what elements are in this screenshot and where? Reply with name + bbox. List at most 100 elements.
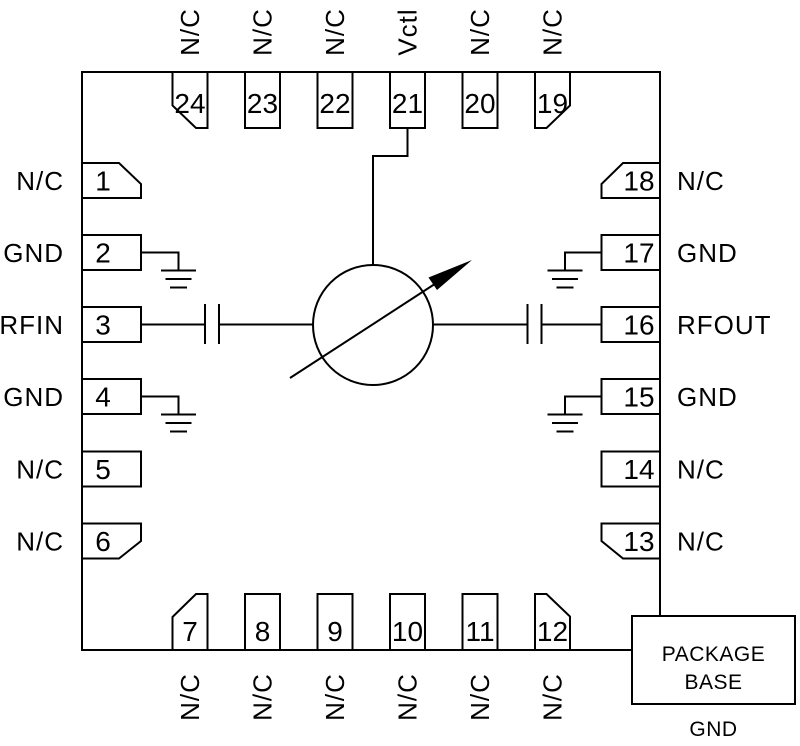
pin-22: 22 bbox=[316, 71, 354, 129]
pin-14-pad bbox=[600, 450, 661, 488]
pin-10-number: 10 bbox=[392, 616, 423, 647]
package-base-line1: PACKAGE bbox=[662, 643, 765, 666]
pin-1-number: 1 bbox=[95, 166, 111, 197]
pin-10-pad bbox=[389, 593, 426, 651]
pin-6-label: N/C bbox=[16, 527, 64, 557]
pin-18-number: 18 bbox=[623, 166, 654, 197]
pin-16-label: RFOUT bbox=[677, 310, 772, 340]
pin-8-label: N/C bbox=[248, 673, 278, 721]
pin17-ground-icon bbox=[547, 251, 602, 289]
pin-13-label: N/C bbox=[677, 527, 725, 557]
pin-20-label: N/C bbox=[465, 8, 495, 56]
pin-2-label: GND bbox=[3, 238, 64, 268]
pin-19-pad bbox=[534, 71, 571, 129]
pin-15-label: GND bbox=[677, 382, 738, 412]
pin-14-number: 14 bbox=[623, 454, 654, 485]
arrowhead bbox=[428, 260, 472, 290]
pin-18: 18 bbox=[600, 162, 661, 199]
pin2-ground-icon bbox=[141, 251, 196, 289]
pin-17-label: GND bbox=[677, 238, 738, 268]
pin-13-pad bbox=[600, 522, 661, 560]
vctl-trace bbox=[372, 128, 409, 265]
pin-4: 4 bbox=[81, 378, 142, 415]
pin-17: 17 bbox=[600, 234, 661, 271]
pin-21: 21 bbox=[389, 71, 426, 129]
pin-3-pad bbox=[81, 306, 142, 343]
pin-15-number: 15 bbox=[623, 382, 654, 413]
pin-7-pad bbox=[171, 593, 209, 651]
pin-17-number: 17 bbox=[623, 238, 654, 269]
pin-10: 10 bbox=[389, 593, 426, 651]
pin-6: 6 bbox=[81, 522, 142, 560]
pin-13: 13 bbox=[600, 522, 661, 560]
pin-1-pad bbox=[81, 162, 142, 199]
pin-7-number: 7 bbox=[182, 616, 198, 647]
pin-21-pad bbox=[389, 71, 426, 129]
pin-10-label: N/C bbox=[393, 673, 423, 721]
package-base-ground-label: GND bbox=[689, 718, 737, 741]
pin-9-label: N/C bbox=[320, 673, 350, 721]
pin-20-number: 20 bbox=[464, 88, 495, 119]
pin-5-number: 5 bbox=[95, 454, 111, 485]
pin-11-pad bbox=[461, 593, 499, 651]
pin-8-number: 8 bbox=[255, 616, 271, 647]
pin-6-number: 6 bbox=[95, 526, 111, 557]
pin-9: 9 bbox=[316, 593, 354, 651]
pin-3-label: RFIN bbox=[0, 310, 64, 340]
pin-24-number: 24 bbox=[174, 88, 205, 119]
pin-6-pad bbox=[81, 522, 142, 560]
pin-17-pad bbox=[600, 234, 661, 271]
pin-19-label: N/C bbox=[538, 8, 568, 56]
pin-7: 7 bbox=[171, 593, 209, 651]
pin-23-label: N/C bbox=[248, 8, 278, 56]
pin-2-number: 2 bbox=[95, 238, 111, 269]
pin-12: 12 bbox=[534, 593, 571, 651]
pin-16-pad bbox=[600, 306, 661, 343]
pin-4-number: 4 bbox=[95, 382, 111, 413]
pin-8-pad bbox=[244, 593, 281, 651]
pin-13-number: 13 bbox=[623, 526, 654, 557]
pin-20-pad bbox=[461, 71, 499, 129]
pin-12-pad bbox=[534, 593, 571, 651]
pin-22-number: 22 bbox=[319, 88, 350, 119]
pin-16: 16 bbox=[600, 306, 661, 343]
pin-11-label: N/C bbox=[465, 673, 495, 721]
pin-14-label: N/C bbox=[677, 455, 725, 485]
pin-7-label: N/C bbox=[175, 673, 205, 721]
pin-18-label: N/C bbox=[677, 166, 725, 196]
pin-23-number: 23 bbox=[247, 88, 278, 119]
pin-4-label: GND bbox=[3, 382, 64, 412]
pin15-ground-icon bbox=[547, 395, 602, 433]
pin-2: 2 bbox=[81, 234, 142, 271]
pin-23: 23 bbox=[244, 71, 281, 129]
pin-1: 1 bbox=[81, 162, 142, 199]
pin-24: 24 bbox=[171, 71, 209, 129]
pin-8: 8 bbox=[244, 593, 281, 651]
pin-14: 14 bbox=[600, 450, 661, 488]
package-base-box bbox=[631, 615, 796, 705]
pin-2-pad bbox=[81, 234, 142, 271]
pin-22-pad bbox=[316, 71, 354, 129]
package-base-callout: PACKAGE BASE GND bbox=[631, 615, 796, 741]
pin-15: 15 bbox=[600, 378, 661, 415]
pin-19: 19 bbox=[534, 71, 571, 129]
pin-18-pad bbox=[600, 162, 661, 199]
pin-12-number: 12 bbox=[537, 616, 568, 647]
pin-24-label: N/C bbox=[175, 8, 205, 56]
pin-5-label: N/C bbox=[16, 455, 64, 485]
pin-5: 5 bbox=[81, 450, 142, 488]
pin-21-label: Vctl bbox=[393, 8, 423, 55]
package-base-line2: BASE bbox=[684, 671, 742, 694]
pin-3-number: 3 bbox=[95, 310, 111, 341]
pin-19-number: 19 bbox=[537, 88, 568, 119]
variable-attenuator-icon bbox=[289, 260, 472, 386]
pin-23-pad bbox=[244, 71, 281, 129]
pin-3: 3 bbox=[81, 306, 142, 343]
pin4-ground-icon bbox=[141, 395, 196, 433]
pin-20: 20 bbox=[461, 71, 499, 129]
pin-11: 11 bbox=[461, 593, 499, 651]
pin-24-pad bbox=[171, 71, 209, 129]
pin-21-number: 21 bbox=[392, 88, 423, 119]
